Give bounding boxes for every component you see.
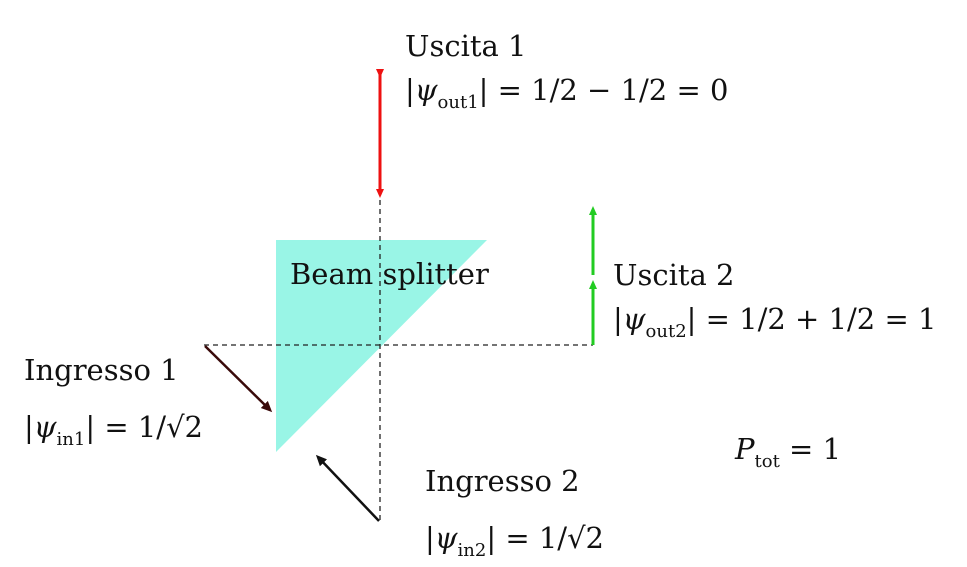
output1-equation: |ψout1| = 1/2 − 1/2 = 0 [405, 73, 728, 113]
input2-equation-rest: | = 1/√2 [486, 521, 604, 555]
output1-psi-subscript: out1 [438, 92, 479, 113]
input1-title: Ingresso 1 [24, 353, 179, 387]
total-probability-symbol: P [734, 432, 755, 466]
input1-psi-subscript: in1 [57, 429, 86, 450]
input1-equation: |ψin1| = 1/√2 [24, 410, 203, 450]
beam-splitter-label: Beam splitter [290, 257, 489, 291]
input1-arrow [204, 345, 273, 413]
output2-equation: |ψout2| = 1/2 + 1/2 = 1 [613, 302, 936, 342]
input2-title: Ingresso 2 [425, 464, 580, 498]
input2-equation: |ψin2| = 1/√2 [425, 521, 604, 561]
total-probability-value: = 1 [780, 432, 841, 466]
output2-equation-rest: | = 1/2 + 1/2 = 1 [687, 302, 937, 336]
output1-equation-rest: | = 1/2 − 1/2 = 0 [479, 73, 729, 107]
output2-psi-subscript: out2 [646, 321, 687, 342]
total-probability: Ptot = 1 [734, 432, 841, 472]
input1-equation-rest: | = 1/√2 [85, 410, 203, 444]
input2-psi-subscript: in2 [458, 540, 487, 561]
total-probability-subscript: tot [755, 451, 781, 472]
output1-title: Uscita 1 [405, 29, 526, 63]
input2-arrow [315, 454, 380, 522]
output2-title: Uscita 2 [613, 258, 734, 292]
beam-splitter-shape [276, 240, 487, 452]
